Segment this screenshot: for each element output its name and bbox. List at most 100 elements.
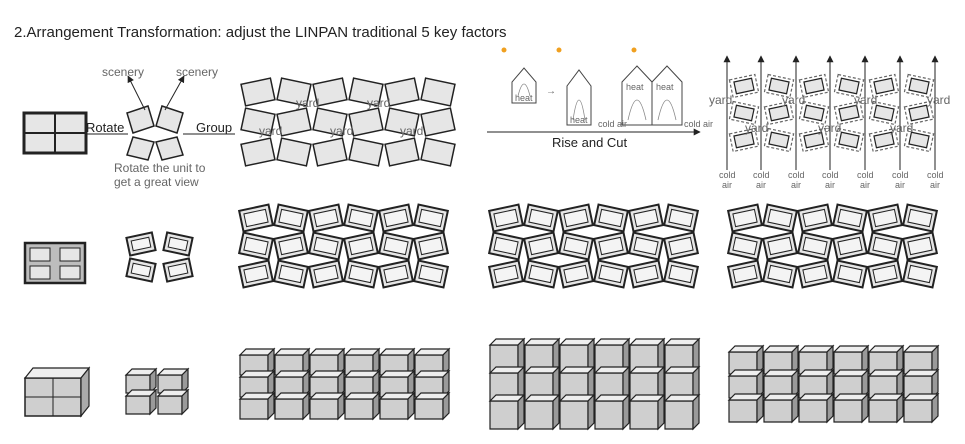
cluster-walls-1 bbox=[237, 203, 450, 289]
house-tile bbox=[307, 231, 345, 261]
axon-block bbox=[628, 337, 666, 375]
sun-dot bbox=[501, 47, 507, 53]
cluster-walls-3 bbox=[726, 203, 939, 289]
axon-block bbox=[378, 347, 416, 377]
axon-block bbox=[308, 391, 346, 421]
house-tile bbox=[761, 231, 799, 261]
heat-label: heat bbox=[626, 82, 644, 92]
axon-block bbox=[238, 391, 276, 421]
axon-block bbox=[124, 388, 158, 416]
heat-label: heat bbox=[515, 93, 533, 103]
yard-label: yard bbox=[330, 124, 353, 138]
axon-block bbox=[867, 368, 905, 400]
axon-rotated-unit bbox=[124, 367, 190, 416]
house-tile bbox=[272, 203, 310, 233]
house-tile bbox=[384, 137, 420, 167]
house-tile bbox=[901, 203, 939, 233]
house-tile bbox=[307, 259, 345, 289]
yard-label: yard bbox=[709, 93, 732, 107]
axon-block bbox=[663, 393, 701, 431]
axon-block bbox=[832, 368, 870, 400]
plan-unit-2x2-walls bbox=[23, 241, 87, 285]
house-tile bbox=[377, 231, 415, 261]
axon-block bbox=[727, 392, 765, 424]
house-tile bbox=[592, 231, 630, 261]
axon-block bbox=[593, 393, 631, 431]
axon-block bbox=[273, 347, 311, 377]
house-tile bbox=[866, 203, 904, 233]
air-label: air bbox=[756, 180, 766, 190]
house-tile bbox=[557, 203, 595, 233]
air-cell bbox=[903, 100, 935, 126]
axon-block bbox=[762, 344, 800, 376]
house-tile bbox=[627, 231, 665, 261]
yard-label: yard bbox=[782, 93, 805, 107]
axon-block bbox=[343, 369, 381, 399]
yard-labels-airflow: yard yard yard yard yard yard yard bbox=[709, 93, 950, 135]
axon-block bbox=[413, 347, 451, 377]
axon-cluster-1 bbox=[238, 347, 451, 421]
house-tile bbox=[627, 259, 665, 289]
heat-label: heat bbox=[656, 82, 674, 92]
axon-block bbox=[343, 391, 381, 421]
air-label: air bbox=[722, 180, 732, 190]
house-tile bbox=[592, 259, 630, 289]
sun-dot bbox=[631, 47, 637, 53]
axon-block bbox=[727, 344, 765, 376]
house-tile bbox=[412, 231, 450, 261]
diagram-title: 2.Arrangement Transformation: adjust the… bbox=[14, 24, 507, 41]
house-tile bbox=[796, 259, 834, 289]
house-tile bbox=[557, 259, 595, 289]
house-tile bbox=[377, 259, 415, 289]
house-tile bbox=[662, 203, 700, 233]
house-tile bbox=[487, 231, 525, 261]
note-line-2: get a great view bbox=[114, 175, 199, 189]
house-tile bbox=[276, 107, 312, 137]
house-tile bbox=[557, 231, 595, 261]
axon-block bbox=[902, 392, 940, 424]
house-tile bbox=[522, 259, 560, 289]
house-tile bbox=[240, 107, 276, 137]
small-arrow: → bbox=[546, 86, 556, 97]
airflow-diagram: yard yard yard yard yard yard yard colda… bbox=[709, 55, 950, 190]
cold-label: cold bbox=[719, 170, 736, 180]
air-cell bbox=[798, 73, 830, 99]
yard-label: yard bbox=[259, 124, 282, 138]
axon-block bbox=[124, 367, 158, 395]
grouped-cluster bbox=[240, 77, 456, 167]
axon-block bbox=[523, 365, 561, 403]
house-tile bbox=[866, 231, 904, 261]
sun-dot bbox=[556, 47, 562, 53]
axon-block bbox=[378, 369, 416, 399]
house-tile bbox=[901, 259, 939, 289]
axon-block bbox=[488, 393, 526, 431]
air-cell bbox=[868, 127, 900, 153]
cold-label: cold bbox=[892, 170, 909, 180]
axon-block bbox=[762, 392, 800, 424]
house-tile bbox=[831, 203, 869, 233]
air-cell bbox=[763, 100, 795, 126]
axon-unit-2x2 bbox=[23, 366, 91, 418]
house-tile bbox=[272, 259, 310, 289]
yard-label: yard bbox=[818, 121, 841, 135]
house-tile bbox=[627, 203, 665, 233]
house-tile bbox=[522, 231, 560, 261]
air-label: air bbox=[825, 180, 835, 190]
yard-label: yard bbox=[400, 124, 423, 138]
house-tile bbox=[796, 231, 834, 261]
rotated-unit bbox=[126, 105, 184, 161]
house-tile bbox=[726, 231, 764, 261]
house-tile bbox=[348, 137, 384, 167]
air-cell bbox=[798, 127, 830, 153]
house-tile bbox=[761, 203, 799, 233]
house-tile bbox=[866, 259, 904, 289]
house-tile bbox=[348, 107, 384, 137]
house-tile bbox=[276, 77, 312, 107]
cold-label: cold bbox=[822, 170, 839, 180]
cold-label: cold bbox=[788, 170, 805, 180]
axon-block bbox=[727, 368, 765, 400]
house-tile bbox=[412, 203, 450, 233]
house-tile bbox=[162, 231, 194, 257]
axon-block bbox=[308, 369, 346, 399]
